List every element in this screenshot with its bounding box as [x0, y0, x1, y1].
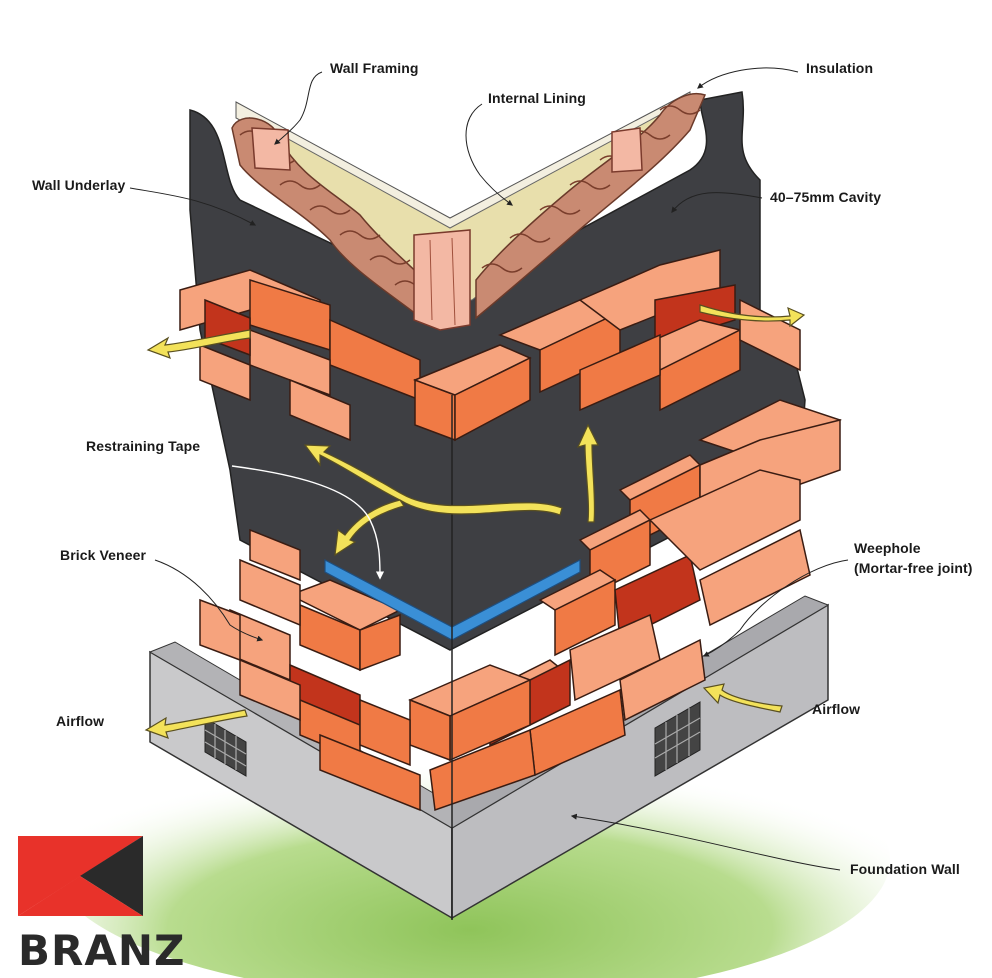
label-brick-veneer: Brick Veneer: [60, 547, 147, 563]
brick-veneer-lower: [199, 399, 842, 812]
label-weephole: Weephole: [854, 540, 921, 556]
brick-veneer-upper: [179, 249, 801, 442]
label-insulation: Insulation: [806, 60, 874, 76]
branz-logo-mark: [18, 836, 143, 916]
label-wall-framing: Wall Framing: [330, 60, 419, 76]
restraining-tape-leader: [231, 465, 385, 580]
label-restraining-tape: Restraining Tape: [86, 438, 201, 454]
foundation-vent-left: [204, 717, 247, 777]
leader-lines: [129, 67, 849, 871]
label-airflow-right: Airflow: [812, 701, 861, 717]
branz-logo-text: BRANZ: [18, 926, 186, 975]
label-cavity: 40–75mm Cavity: [770, 189, 882, 205]
label-weephole-note: (Mortar-free joint): [854, 560, 973, 576]
airflow-arrows: [144, 304, 806, 739]
label-foundation-wall: Foundation Wall: [850, 861, 960, 877]
label-wall-underlay: Wall Underlay: [32, 177, 126, 193]
label-internal-lining: Internal Lining: [488, 90, 586, 106]
label-airflow-left: Airflow: [56, 713, 105, 729]
foundation-vent-right: [654, 701, 701, 777]
wall-framing: [251, 127, 643, 331]
